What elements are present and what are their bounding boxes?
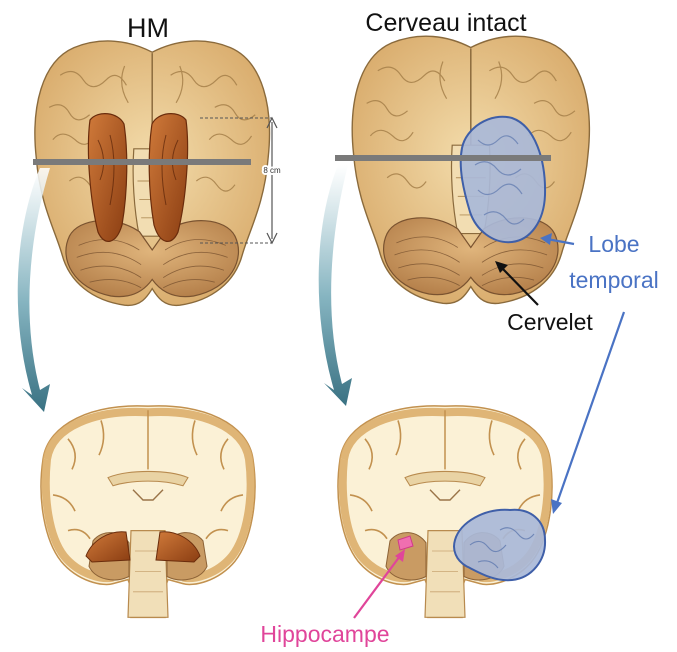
hm-coronal-section	[41, 406, 255, 617]
hm-cut-plane-bar	[33, 159, 251, 165]
lobe-temporal-label-line2: temporal	[569, 267, 658, 293]
measure-label: 8 cm	[263, 166, 281, 175]
title-cerveau-intact: Cerveau intact	[365, 9, 526, 37]
lobe-temporal-label-line1: Lobe	[588, 231, 639, 257]
title-hm: HM	[127, 13, 169, 43]
cervelet-label: Cervelet	[507, 309, 593, 335]
intact-cut-plane-bar	[335, 155, 551, 161]
hippocampe-label: Hippocampe	[260, 621, 389, 647]
intact-section-arrow	[319, 165, 352, 406]
lobe-temporal-arrow-lower	[551, 312, 624, 514]
